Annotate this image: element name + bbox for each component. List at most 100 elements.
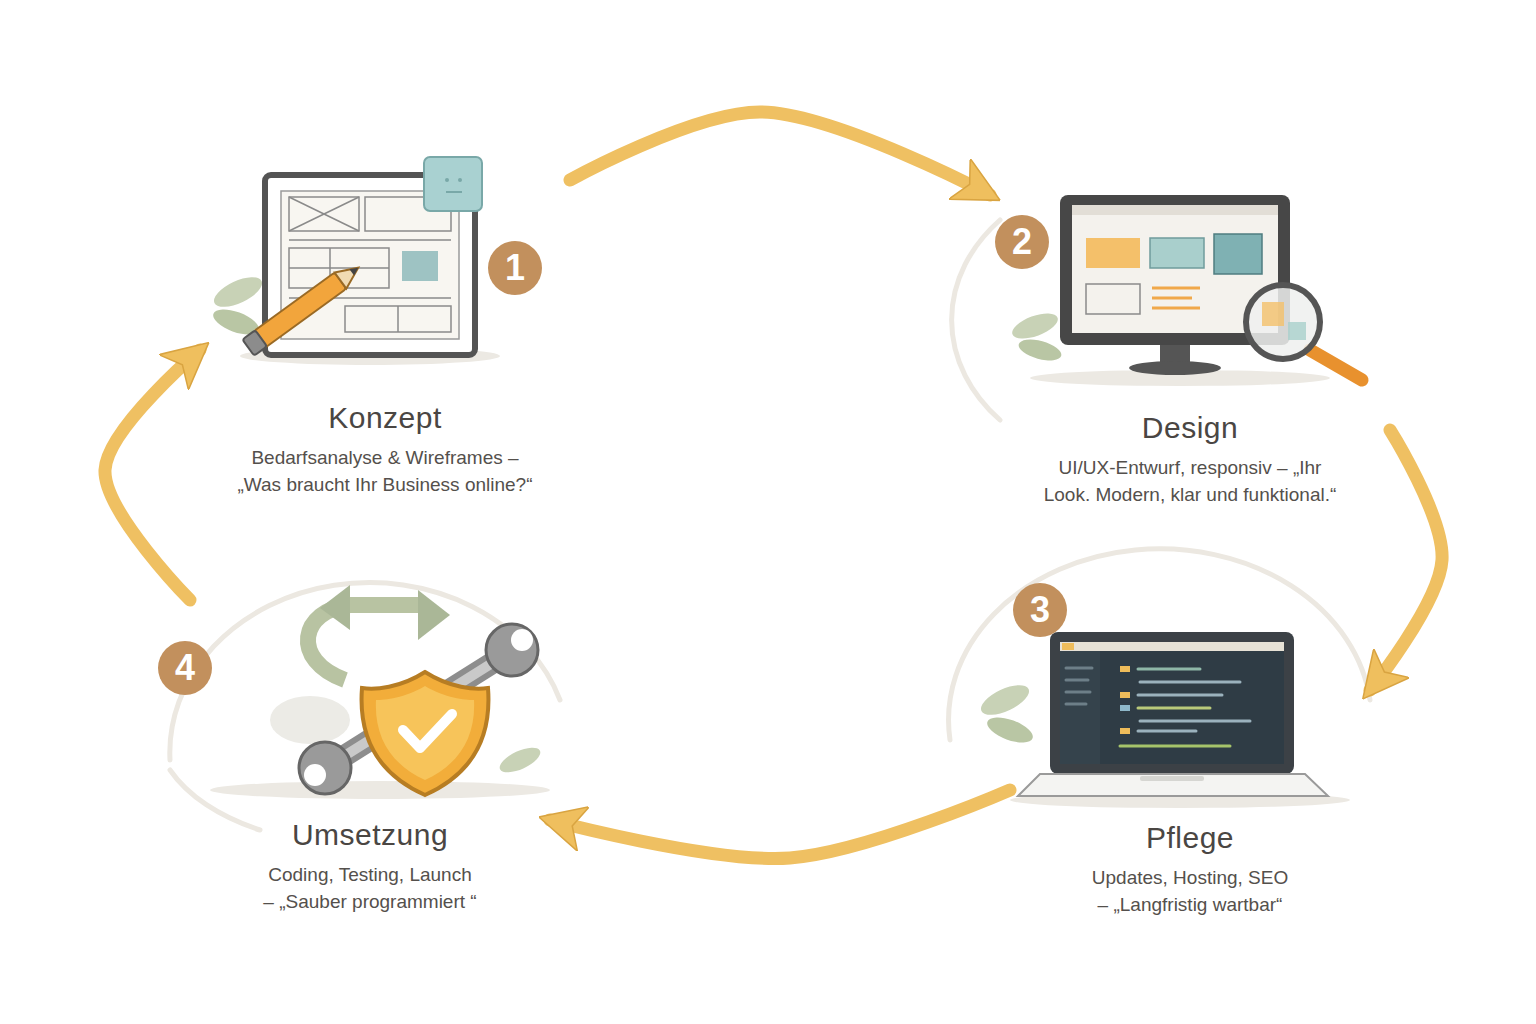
monitor-icon [1152,288,1200,308]
laptop-icon [1138,707,1210,710]
process-step: PflegeUpdates, Hosting, SEO – „Langfrist… [1010,590,1370,926]
monitor-icon [1246,285,1320,359]
laptop-icon [1138,694,1222,697]
laptop-icon [1120,692,1130,698]
shield-wrench-icon [270,696,350,744]
callout-number: 1 [488,241,542,295]
process-step: KonzeptBedarfsanalyse & Wireframes – „Wa… [200,150,570,506]
background-arc [952,220,1000,420]
step-title: Pflege [1146,820,1234,856]
laptop-icon [1018,774,1328,796]
laptop-icon [1138,668,1200,671]
monitor-icon [1152,307,1200,310]
wireframe-tablet-icon [242,260,364,356]
callout-number: 4 [158,641,212,695]
laptop-icon [1120,745,1230,748]
shield-wrench-icon [320,585,350,630]
monitor-icon [1152,297,1192,300]
wireframe-tablet-icon [210,271,266,313]
wireframe-tablet-icon [458,178,462,182]
laptop-icon [1050,632,1294,774]
shield-wrench-icon [403,714,452,748]
laptop-icon [1140,776,1204,781]
cycle-arrow [570,112,990,195]
shield-wrench-icon [210,781,550,799]
laptop-icon [1062,643,1074,650]
step-description: UI/UX-Entwurf, responsiv – „Ihr Look. Mo… [998,454,1382,508]
wireframe-tablet-icon [445,178,449,182]
step-title: Konzept [328,400,442,436]
monitor-icon [1009,308,1061,343]
monitor-icon [1016,336,1063,365]
monitor-icon [1072,205,1278,215]
cycle-arrow [105,350,200,600]
wireframe-tablet-icon [289,197,359,231]
laptop-icon [1060,642,1284,764]
callout-number: 3 [1013,583,1067,637]
laptop-icon [1120,728,1130,734]
laptop-icon [1060,642,1284,651]
monitor-icon [1129,361,1221,375]
shield-wrench-icon [362,672,489,795]
wireframe-tablet-icon [242,330,267,356]
laptop-icon [1066,679,1088,682]
shield-wrench-icon [418,590,450,640]
shield-wrench-icon [308,605,420,680]
monitor-icon [1262,302,1284,326]
wireframe-tablet-icon [349,264,360,275]
laptop-icon [1060,651,1100,764]
monitor-icon [1150,238,1204,268]
cycle-arrow [550,790,1010,858]
laptop-icon [1138,730,1196,733]
wireframe-tablet-icon [402,251,438,281]
laptop-icon [977,679,1033,721]
monitor-icon [1009,195,1362,386]
shield-wrench-icon [486,624,538,676]
wireframe-tablet-icon [397,306,399,332]
shield-wrench-icon [511,629,533,651]
wireframe-tablet-icon [289,267,389,269]
shield-wrench-icon [210,585,550,799]
laptop-icon [1066,667,1092,670]
laptop-icon [1140,720,1250,723]
step-description: Updates, Hosting, SEO – „Langfristig war… [1020,864,1360,918]
laptop-icon [1120,705,1130,711]
wireframe-tablet-icon [289,197,359,231]
wireframe-tablet-icon [210,157,500,365]
laptop-icon [1140,681,1240,684]
wireframe-tablet-icon [424,157,482,211]
step-description: Coding, Testing, Launch – „Sauber progra… [210,861,530,915]
process-step: DesignUI/UX-Entwurf, responsiv – „Ihr Lo… [990,180,1390,516]
wireframe-tablet-icon [335,260,365,289]
laptop-icon [1066,703,1086,706]
wireframe-tablet-icon [446,191,462,193]
step-title: Design [1142,410,1238,446]
shield-wrench-icon [496,743,543,778]
wireframe-tablet-icon [345,306,451,332]
step-title: Umsetzung [292,817,448,853]
monitor-icon [1086,238,1140,268]
process-step: UmsetzungCoding, Testing, Launch – „Saub… [190,580,550,923]
monitor-icon [1310,350,1362,380]
laptop-icon [1120,666,1130,672]
background-arc [170,770,260,830]
wireframe-tablet-icon [289,239,451,241]
shield-wrench-icon [299,742,351,794]
laptop-icon [984,712,1036,747]
monitor-icon [1152,287,1200,290]
callout-number: 2 [995,215,1049,269]
laptop-icon [977,632,1350,808]
shield-wrench-icon [304,764,326,786]
monitor-icon [1214,234,1262,274]
cycle-arrow [1370,430,1442,690]
shield-wrench-icon [376,686,474,780]
laptop-icon [1066,666,1250,746]
monitor-icon [1086,284,1140,314]
laptop-icon [1066,691,1090,694]
monitor-icon [1288,322,1306,340]
step-description: Bedarfsanalyse & Wireframes – „Was brauc… [215,444,555,498]
wireframe-tablet-icon [289,197,359,231]
